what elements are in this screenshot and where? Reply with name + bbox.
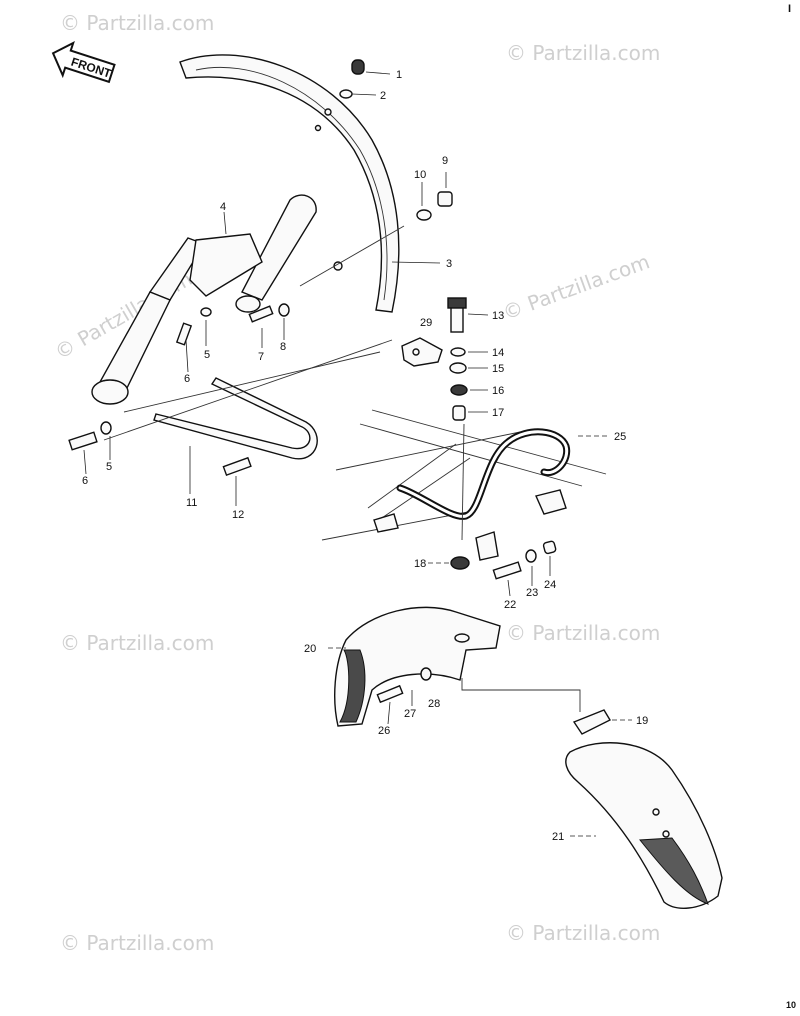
callout-22: 22 (504, 599, 516, 611)
watermark-text: © Partzilla.com (60, 11, 214, 35)
callout-9: 9 (442, 155, 448, 167)
leader-lines (83, 71, 632, 837)
callout-11: 11 (186, 497, 197, 509)
callout-7: 7 (258, 351, 264, 363)
callout-18: 18 (414, 558, 426, 570)
callout-16: 16 (492, 385, 504, 397)
callout-27: 27 (404, 708, 416, 720)
callout-29: 29 (420, 317, 432, 329)
callout-20: 20 (304, 643, 316, 655)
callout-5: 5 (204, 349, 210, 361)
watermark-text: © Partzilla.com (506, 621, 660, 645)
callout-14: 14 (492, 347, 504, 359)
callout-25: 25 (614, 431, 626, 443)
callout-5: 5 (106, 461, 112, 473)
callout-23: 23 (526, 587, 538, 599)
grab-bar (373, 428, 571, 561)
bracket-29 (401, 337, 443, 367)
watermark-text: © Partzilla.com (500, 249, 653, 324)
corner-mark-top: I (788, 3, 791, 15)
callout-19: 19 (636, 715, 648, 727)
callout-28: 28 (428, 698, 440, 710)
callout-24: 24 (544, 579, 556, 591)
callout-8: 8 (280, 341, 286, 353)
callout-13: 13 (492, 310, 504, 322)
rear-fasteners (450, 540, 557, 580)
callout-labels: 1234556678910111213141516171819202122232… (82, 69, 648, 843)
fender-stay (153, 377, 318, 460)
front-fender (179, 54, 400, 313)
rear-fender (565, 709, 723, 909)
watermark-text: © Partzilla.com (60, 931, 214, 955)
callout-6: 6 (184, 373, 190, 385)
callout-3: 3 (446, 258, 452, 270)
callout-15: 15 (492, 363, 504, 375)
connection-lines (103, 225, 581, 712)
front-fasteners (68, 59, 453, 477)
callout-21: 21 (552, 831, 564, 843)
watermark-text: © Partzilla.com (60, 631, 214, 655)
callout-26: 26 (378, 725, 390, 737)
watermark-text: © Partzilla.com (506, 921, 660, 945)
callout-10: 10 (414, 169, 426, 181)
callout-17: 17 (492, 407, 504, 419)
callout-6: 6 (82, 475, 88, 487)
callout-12: 12 (232, 509, 244, 521)
callout-1: 1 (396, 69, 402, 81)
rear-inner-fender (334, 606, 501, 727)
fastener-stack (447, 297, 468, 421)
callout-4: 4 (220, 201, 226, 213)
page-number: 10 (786, 1000, 796, 1010)
front-arrow-badge: FRONT (51, 40, 116, 84)
watermark-text: © Partzilla.com (506, 41, 660, 65)
callout-2: 2 (380, 90, 386, 102)
front-fork (91, 194, 317, 405)
